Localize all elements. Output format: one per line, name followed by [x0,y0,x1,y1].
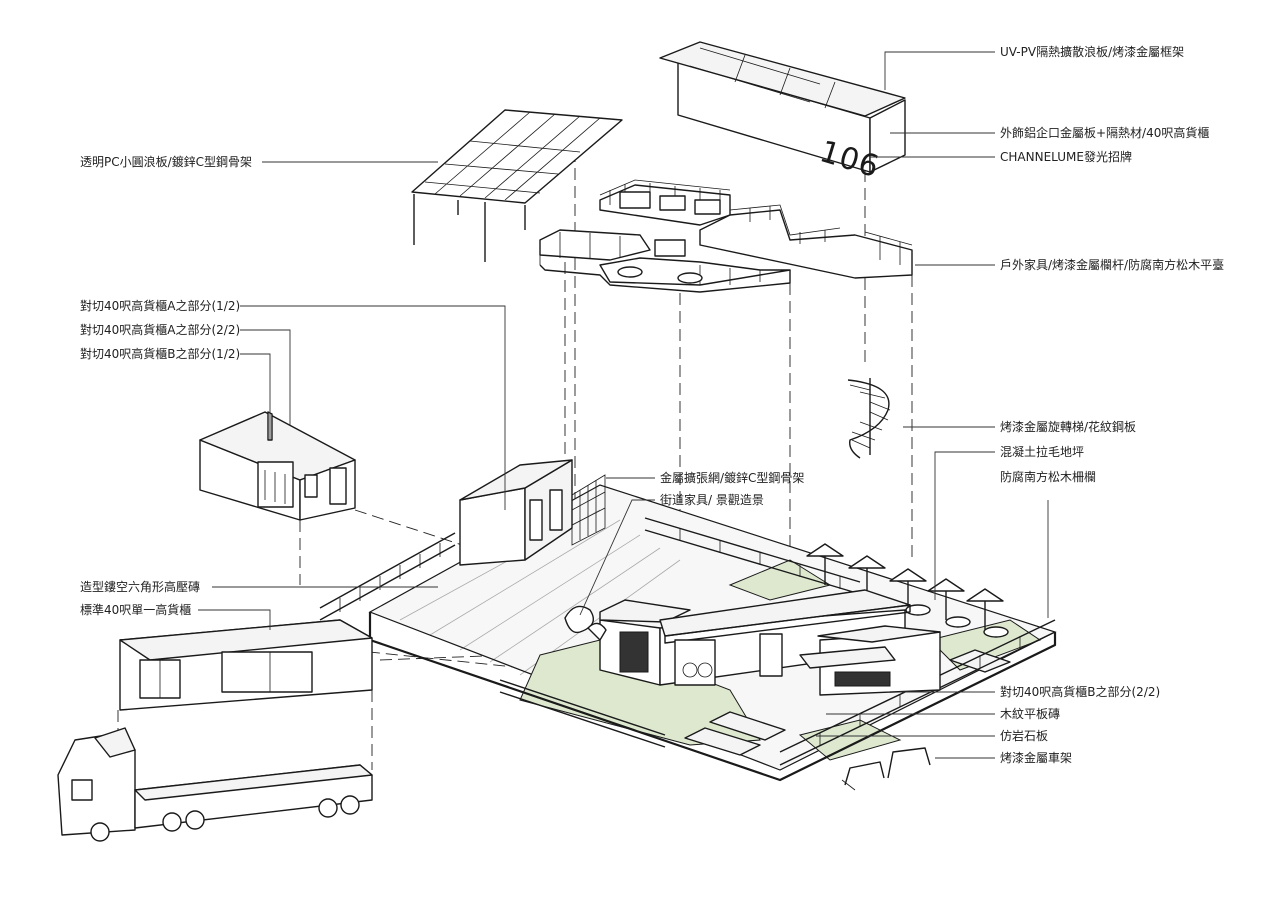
standard-container [119,619,373,711]
street-sculpture [564,605,607,641]
upper-deck [539,179,913,293]
pc-roof-canopy [411,109,623,262]
label-pine-fence: 防腐南方松木柵欄 [1000,469,1096,484]
top-sign-container: 106 [659,41,906,185]
label-mesh-frame: 金屬擴張網/鍍鋅C型鋼骨架 [660,470,804,485]
bike-rack [841,747,931,791]
label-container-a1: 對切40呎高貨櫃A之部分(1/2) [80,298,240,313]
outdoor-umbrellas [806,543,1009,638]
label-pc-roof: 透明PC小圓浪板/鍍鋅C型鋼骨架 [80,154,252,169]
leader-lines [198,51,1049,759]
label-cladding: 外飾鋁企口金屬板+隔熱材/40呎高貨櫃 [1000,125,1209,140]
labels-center: 金屬擴張網/鍍鋅C型鋼骨架 街道家具/ 景觀造景 [660,470,804,507]
label-bike-rack: 烤漆金屬車架 [1000,750,1072,765]
label-spiral-stair: 烤漆金屬旋轉梯/花紋鋼板 [1000,419,1136,434]
label-uvpv: UV-PV隔熱擴散浪板/烤漆金屬框架 [1000,44,1184,59]
label-hex-paver: 造型鏤空六角形高壓磚 [80,579,200,594]
labels-right: UV-PV隔熱擴散浪板/烤漆金屬框架 外飾鋁企口金屬板+隔熱材/40呎高貨櫃 C… [1000,44,1224,765]
label-wood-tile: 木紋平板磚 [1000,707,1060,721]
mesh-pavilion [459,459,606,566]
ground-container-building [599,589,941,696]
label-standard-container: 標準40呎單一高貨櫃 [80,602,191,617]
spiral-stair [847,378,891,459]
label-concrete-floor: 混凝土拉毛地坪 [1000,444,1084,459]
label-street-furniture: 街道家具/ 景觀造景 [660,492,764,507]
label-container-b1: 對切40呎高貨櫃B之部分(1/2) [80,346,240,361]
label-channellume: CHANNELUME發光招牌 [1000,149,1132,164]
labels-left: 透明PC小圓浪板/鍍鋅C型鋼骨架 對切40呎高貨櫃A之部分(1/2) 對切40呎… [80,154,252,617]
label-outdoor-deck: 戶外家具/烤漆金屬欄杆/防腐南方松木平臺 [1000,257,1224,272]
label-container-a2: 對切40呎高貨櫃A之部分(2/2) [80,322,240,337]
label-container-b2: 對切40呎高貨櫃B之部分(2/2) [1000,684,1160,699]
label-stone-slab: 仿岩石板 [1000,728,1048,743]
container-a [199,411,356,521]
truck [57,727,373,842]
